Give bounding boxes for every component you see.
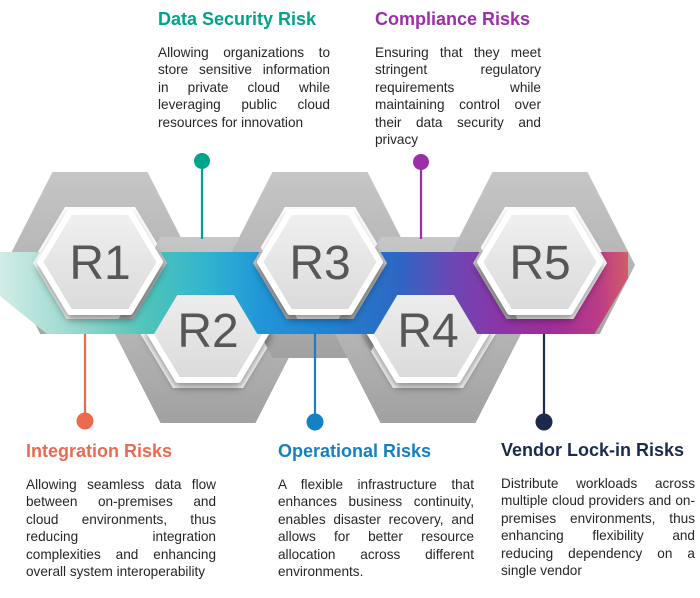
callout-title: Vendor Lock-in Risks — [501, 440, 685, 460]
hexagon-r5: R5 — [477, 209, 603, 315]
hexagon-r2: R2 — [145, 277, 271, 383]
gradient-ribbon — [0, 252, 628, 334]
compliance-connector-dot — [413, 154, 429, 170]
callout-title: Operational Risks — [278, 441, 432, 461]
callout-vendor-lock-in: Vendor Lock-in Risks Distribute workload… — [501, 440, 695, 579]
callout-description: Ensuring that they meet stringent regula… — [375, 45, 541, 148]
callout-title: Compliance Risks — [375, 9, 531, 29]
callout-description: Distribute workloads across multiple clo… — [501, 476, 695, 579]
hexagon-r2-label: R2 — [177, 305, 238, 358]
callout-compliance: Compliance Risks Ensuring that they meet… — [375, 9, 541, 148]
hexagon-r5-label: R5 — [509, 237, 570, 290]
callout-description: A flexible infrastructure that enhances … — [278, 477, 474, 580]
callout-description: Allowing seamless data flow between on-p… — [26, 477, 216, 580]
integration-connector-dot — [76, 412, 94, 430]
callout-title: Integration Risks — [26, 441, 173, 461]
hexagon-r1: R1 — [37, 209, 163, 315]
operational-connector-dot — [306, 413, 324, 431]
callout-integration: Integration Risks Allowing seamless data… — [26, 441, 216, 580]
hexagon-r4-label: R4 — [397, 305, 458, 358]
callout-operational: Operational Risks A flexible infrastruct… — [278, 441, 474, 580]
hexagon-r3-label: R3 — [289, 237, 350, 290]
callout-description: Allowing organizations to store sensitiv… — [158, 45, 330, 130]
callout-data-security: Data Security Risk Allowing organization… — [158, 9, 330, 131]
hex-ring-r5 — [445, 172, 635, 334]
vendor-lock-in-connector-dot — [535, 413, 553, 431]
hexagon-r1-label: R1 — [69, 237, 130, 290]
data-security-connector-dot — [194, 153, 210, 169]
callout-title: Data Security Risk — [158, 9, 317, 29]
hex-ring-r1 — [5, 172, 195, 334]
connector-pins — [76, 153, 553, 431]
hexagon-r3: R3 — [257, 209, 383, 315]
